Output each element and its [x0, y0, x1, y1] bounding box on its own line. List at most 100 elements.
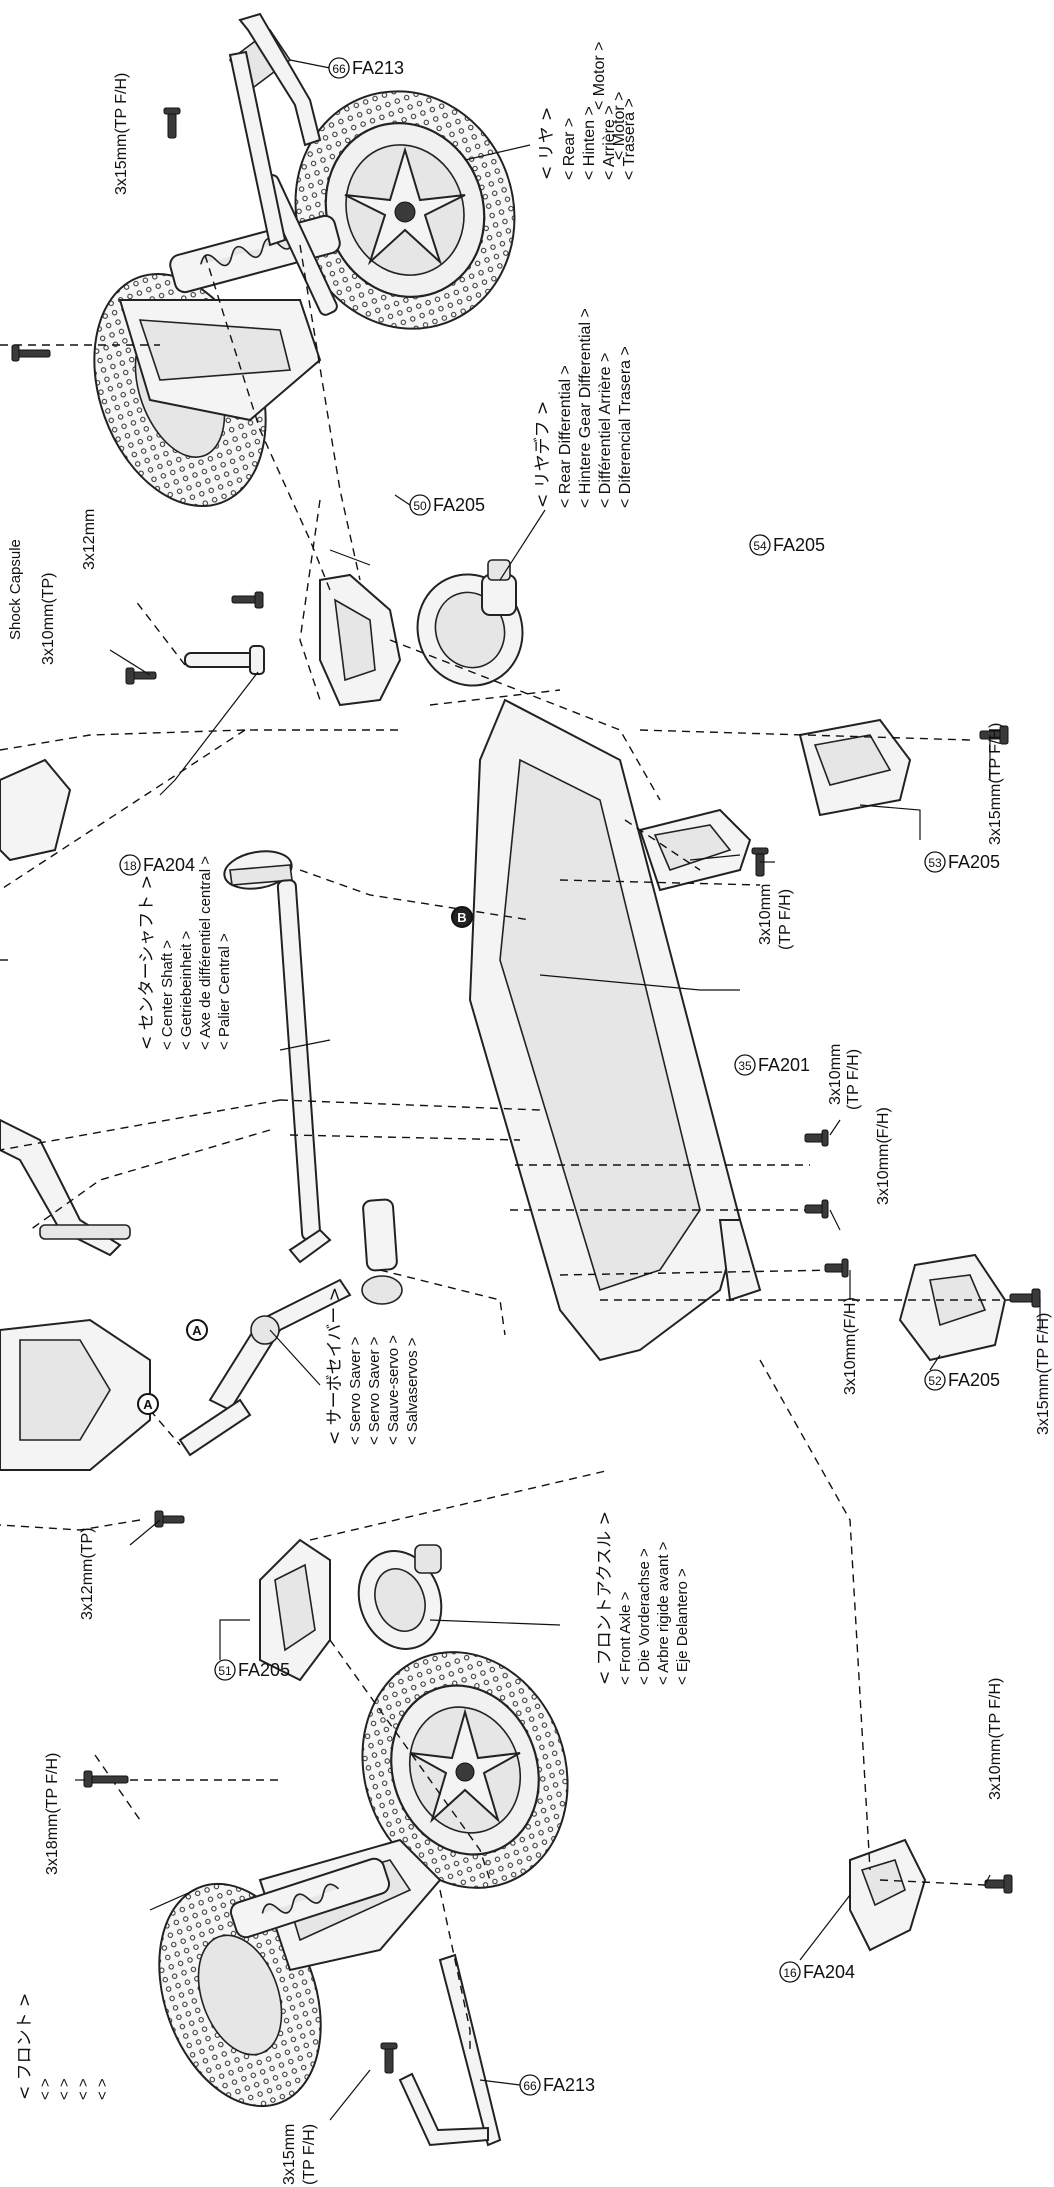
svg-text:FA201: FA201 — [758, 1055, 810, 1075]
front-suspension — [229, 1838, 442, 1972]
part-number-53: 53 FA205 — [924, 851, 1000, 873]
svg-text:51: 51 — [218, 1664, 232, 1678]
svg-text:16: 16 — [783, 1966, 797, 1980]
svg-text:< Motor >: < Motor > — [591, 42, 608, 110]
svg-text:FA205: FA205 — [433, 495, 485, 515]
label-front: < フロント > < > < > < > < > — [15, 1993, 111, 2100]
label-rear: < リヤ > < Rear > < Hinten > < Arrière > <… — [537, 98, 638, 180]
svg-text:3x10mm(TP): 3x10mm(TP) — [40, 573, 57, 665]
part-number-18: 18 FA204 — [119, 854, 195, 876]
screw-labels: 3x15mm(TP F/H) 3x12mm 3x10mm(TP) 3x10mm … — [40, 73, 1052, 2185]
svg-text:< >: < > — [37, 2078, 54, 2100]
svg-text:3x10mm(F/H): 3x10mm(F/H) — [842, 1297, 859, 1395]
label-rear-differential: < リヤデフ > < Rear Differential > < Hintere… — [532, 308, 634, 508]
marker-a-1: A — [186, 1319, 208, 1341]
assembly-guide-lines — [0, 244, 1020, 2050]
svg-text:< Salvaservos >: < Salvaservos > — [404, 1337, 421, 1445]
svg-text:FA205: FA205 — [773, 535, 825, 555]
arm-mount-52 — [898, 1253, 1007, 1362]
svg-text:66: 66 — [523, 2079, 537, 2093]
part-number-66-top: 66 FA213 — [328, 57, 404, 79]
svg-text:< Center Shaft >: < Center Shaft > — [159, 940, 176, 1050]
svg-text:66: 66 — [332, 62, 346, 76]
screw-3x10-tp — [125, 667, 157, 685]
svg-text:< Servo Saver >: < Servo Saver > — [366, 1336, 383, 1445]
svg-text:< Motor >: < Motor > — [611, 92, 628, 160]
svg-text:< センターシャフト >: < センターシャフト > — [137, 875, 157, 1050]
part-number-52: 52 FA205 — [924, 1369, 1000, 1391]
screw-3x10-tpfh-2 — [804, 1129, 829, 1147]
rear-diff-case-50 — [319, 573, 402, 707]
svg-text:A: A — [143, 1397, 153, 1412]
svg-text:3x10mm: 3x10mm — [827, 1044, 844, 1105]
svg-text:< >: < > — [75, 2078, 92, 2100]
svg-text:3x15mm(TP F/H): 3x15mm(TP F/H) — [987, 723, 1004, 845]
svg-text:(TP F/H): (TP F/H) — [777, 889, 794, 950]
screw-3x10-tpfh-front — [984, 1874, 1013, 1894]
svg-text:< フロント >: < フロント > — [15, 1993, 35, 2100]
arm-mount-54 — [638, 808, 752, 892]
svg-text:< Servo Saver >: < Servo Saver > — [347, 1336, 364, 1445]
svg-text:FA205: FA205 — [238, 1660, 290, 1680]
shock-post-18 — [184, 645, 265, 675]
svg-text:(TP F/H): (TP F/H) — [301, 2124, 318, 2185]
screw-3x12-tp-front — [154, 1510, 185, 1528]
svg-text:< サーボセイバー >: < サーボセイバー > — [325, 1287, 345, 1445]
leader-lines — [75, 59, 1041, 2121]
svg-text:FA205: FA205 — [948, 852, 1000, 872]
rear-bumper-66 — [228, 12, 322, 247]
mount-partial-top-left — [0, 758, 72, 862]
svg-text:FA205: FA205 — [948, 1370, 1000, 1390]
svg-text:< Hinten >: < Hinten > — [581, 106, 598, 180]
svg-text:A: A — [192, 1323, 202, 1338]
screw-3x15-tpfh-53 — [979, 725, 1009, 745]
servo-saver — [178, 1228, 352, 1457]
part-number-35: 35 FA201 — [734, 1054, 810, 1076]
svg-text:FA204: FA204 — [803, 1962, 855, 1982]
screw-3x10-fh-1 — [804, 1199, 829, 1219]
svg-text:3x10mm(TP F/H): 3x10mm(TP F/H) — [987, 1678, 1004, 1800]
svg-text:FA213: FA213 — [352, 58, 404, 78]
svg-text:3x10mm: 3x10mm — [757, 884, 774, 945]
svg-text:< Palier Central >: < Palier Central > — [216, 933, 233, 1050]
part-number-51: 51 FA205 — [214, 1659, 290, 1681]
screw-3x15-tpfh-52 — [1009, 1288, 1041, 1308]
marker-b-1: B — [451, 906, 473, 928]
svg-text:3x10mm(F/H): 3x10mm(F/H) — [875, 1107, 892, 1205]
svg-text:FA204: FA204 — [143, 855, 195, 875]
svg-text:< Getriebeinheit >: < Getriebeinheit > — [178, 931, 195, 1050]
screw-3x18-tpfh — [83, 1770, 129, 1788]
screws — [11, 107, 1041, 2074]
screw-3x15-front-bottom — [380, 2042, 398, 2074]
center-brace-partial — [0, 1118, 131, 1257]
svg-text:FA213: FA213 — [543, 2075, 595, 2095]
label-shock-partial: Shock Capsule — [7, 539, 24, 640]
part-number-66-bottom: 66 FA213 — [519, 2074, 595, 2096]
front-right-wheel — [361, 1651, 569, 1889]
label-motor: < Motor > < Motor > — [591, 42, 628, 160]
svg-text:B: B — [457, 910, 466, 925]
svg-text:< リヤデフ >: < リヤデフ > — [532, 401, 553, 508]
arm-mount-16 — [849, 1838, 927, 1952]
label-servo-saver: < サーボセイバー > < Servo Saver > < Servo Save… — [325, 1287, 421, 1445]
label-center-shaft: < センターシャフト > < Center Shaft > < Getriebe… — [137, 856, 233, 1050]
svg-text:< Die Vorderachse >: < Die Vorderachse > — [636, 1548, 653, 1685]
svg-text:3x15mm(TP F/H): 3x15mm(TP F/H) — [113, 73, 130, 195]
svg-text:< Hintere Gear Differential >: < Hintere Gear Differential > — [577, 308, 594, 508]
rear-right-wheel — [294, 90, 516, 330]
svg-text:3x15mm(TP F/H): 3x15mm(TP F/H) — [1035, 1313, 1052, 1435]
svg-text:< Différentiel Arrière >: < Différentiel Arrière > — [597, 353, 614, 508]
front-axle-gear — [357, 1544, 443, 1650]
front-diff-case-51 — [259, 1538, 331, 1682]
label-front-axle: < フロントアクスル > < Front Axle > < Die Vorder… — [595, 1511, 691, 1685]
svg-text:35: 35 — [738, 1059, 752, 1073]
svg-text:3x12mm(TP): 3x12mm(TP) — [79, 1528, 96, 1620]
svg-text:< Trasera >: < Trasera > — [621, 98, 638, 180]
svg-text:52: 52 — [928, 1374, 942, 1388]
front-bumper-66 — [398, 1953, 502, 2147]
svg-text:< >: < > — [56, 2078, 73, 2100]
svg-text:< Arrière >: < Arrière > — [601, 105, 618, 180]
svg-text:< Diferencial Trasera >: < Diferencial Trasera > — [617, 346, 634, 508]
svg-text:< Sauve-servo >: < Sauve-servo > — [385, 1335, 402, 1445]
